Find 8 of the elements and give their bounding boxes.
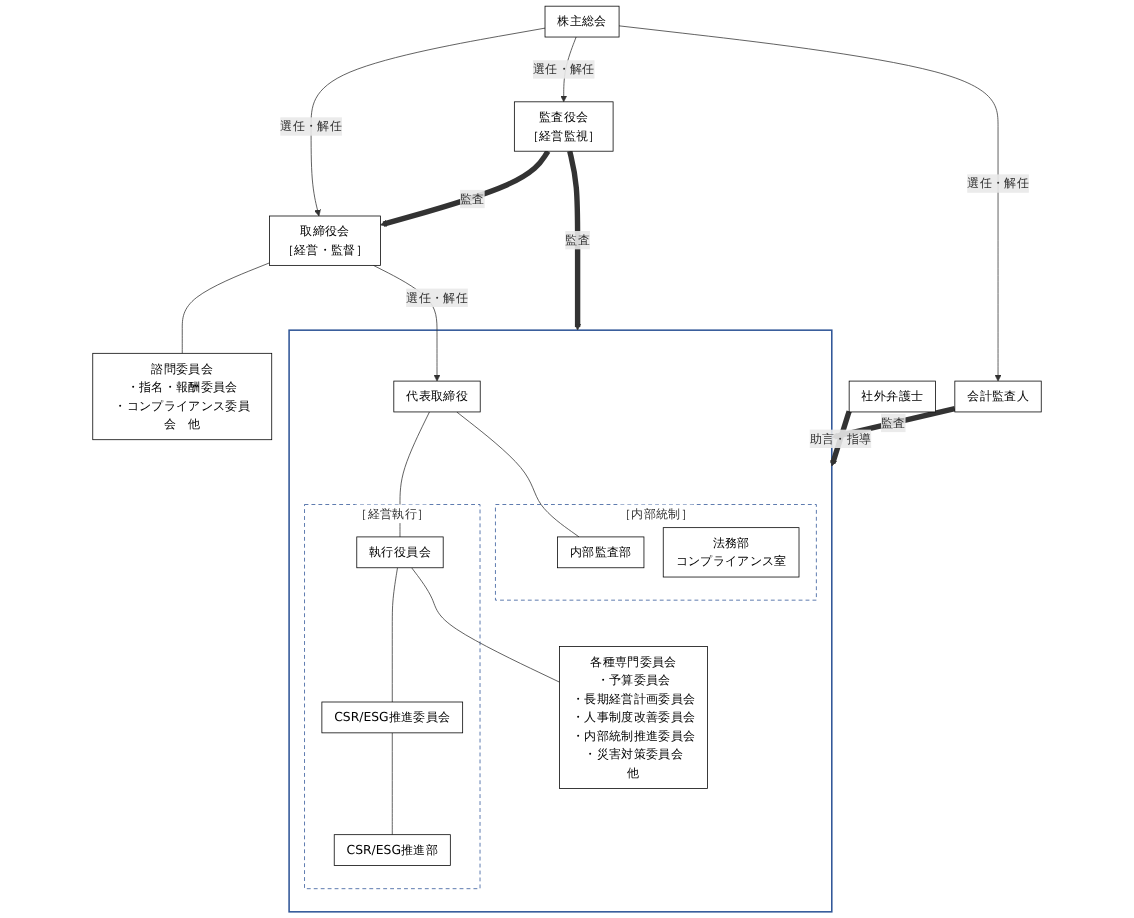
connector	[411, 567, 560, 683]
connector	[456, 411, 580, 538]
arrow	[380, 149, 551, 227]
arrow	[567, 150, 581, 331]
connector	[181, 262, 270, 354]
cluster	[288, 329, 833, 913]
connector	[391, 732, 393, 836]
connector	[391, 567, 398, 703]
